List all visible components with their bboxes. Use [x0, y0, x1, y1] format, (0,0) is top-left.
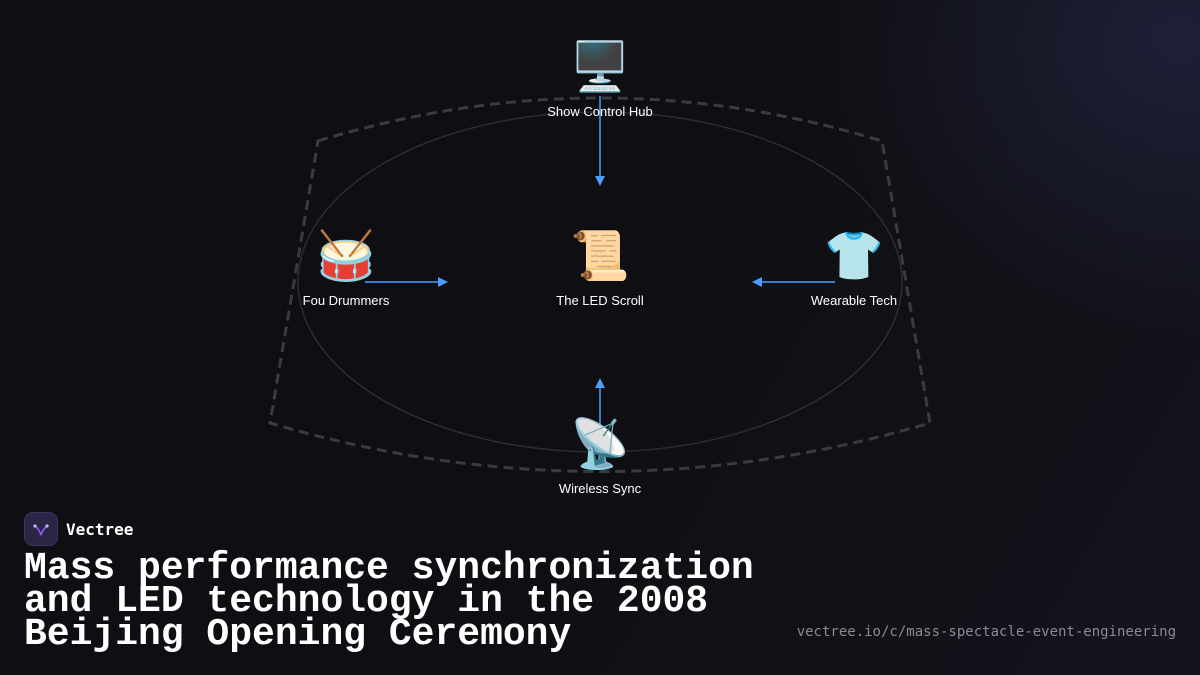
- node-label: Show Control Hub: [547, 104, 653, 119]
- node-label: Wearable Tech: [810, 293, 898, 308]
- node-led-scroll: 📜 The LED Scroll: [500, 229, 700, 308]
- stage-outline: [268, 96, 932, 473]
- desktop-computer-icon: 🖥️: [570, 41, 630, 94]
- brand: Vectree: [24, 512, 133, 546]
- satellite-dish-icon: 📡: [570, 418, 630, 471]
- node-label: Wireless Sync: [558, 481, 642, 496]
- node-label: The LED Scroll: [556, 293, 644, 308]
- t-shirt-icon: 👕: [824, 230, 884, 283]
- page-title: Mass performance synchronization and LED…: [24, 547, 754, 656]
- node-fou-drummers: 🥁 Fou Drummers: [246, 229, 446, 308]
- source-url[interactable]: vectree.io/c/mass-spectacle-event-engine…: [796, 624, 1176, 640]
- node-wearable-tech: 👕 Wearable Tech: [754, 229, 954, 308]
- scroll-icon: 📜: [570, 230, 630, 283]
- drum-icon: 🥁: [316, 230, 376, 283]
- node-wireless-sync: 📡 Wireless Sync: [500, 417, 700, 496]
- vectree-logo-icon: [24, 512, 58, 546]
- brand-name: Vectree: [66, 519, 134, 539]
- node-label: Fou Drummers: [302, 293, 390, 308]
- node-show-control-hub: 🖥️ Show Control Hub: [500, 40, 700, 119]
